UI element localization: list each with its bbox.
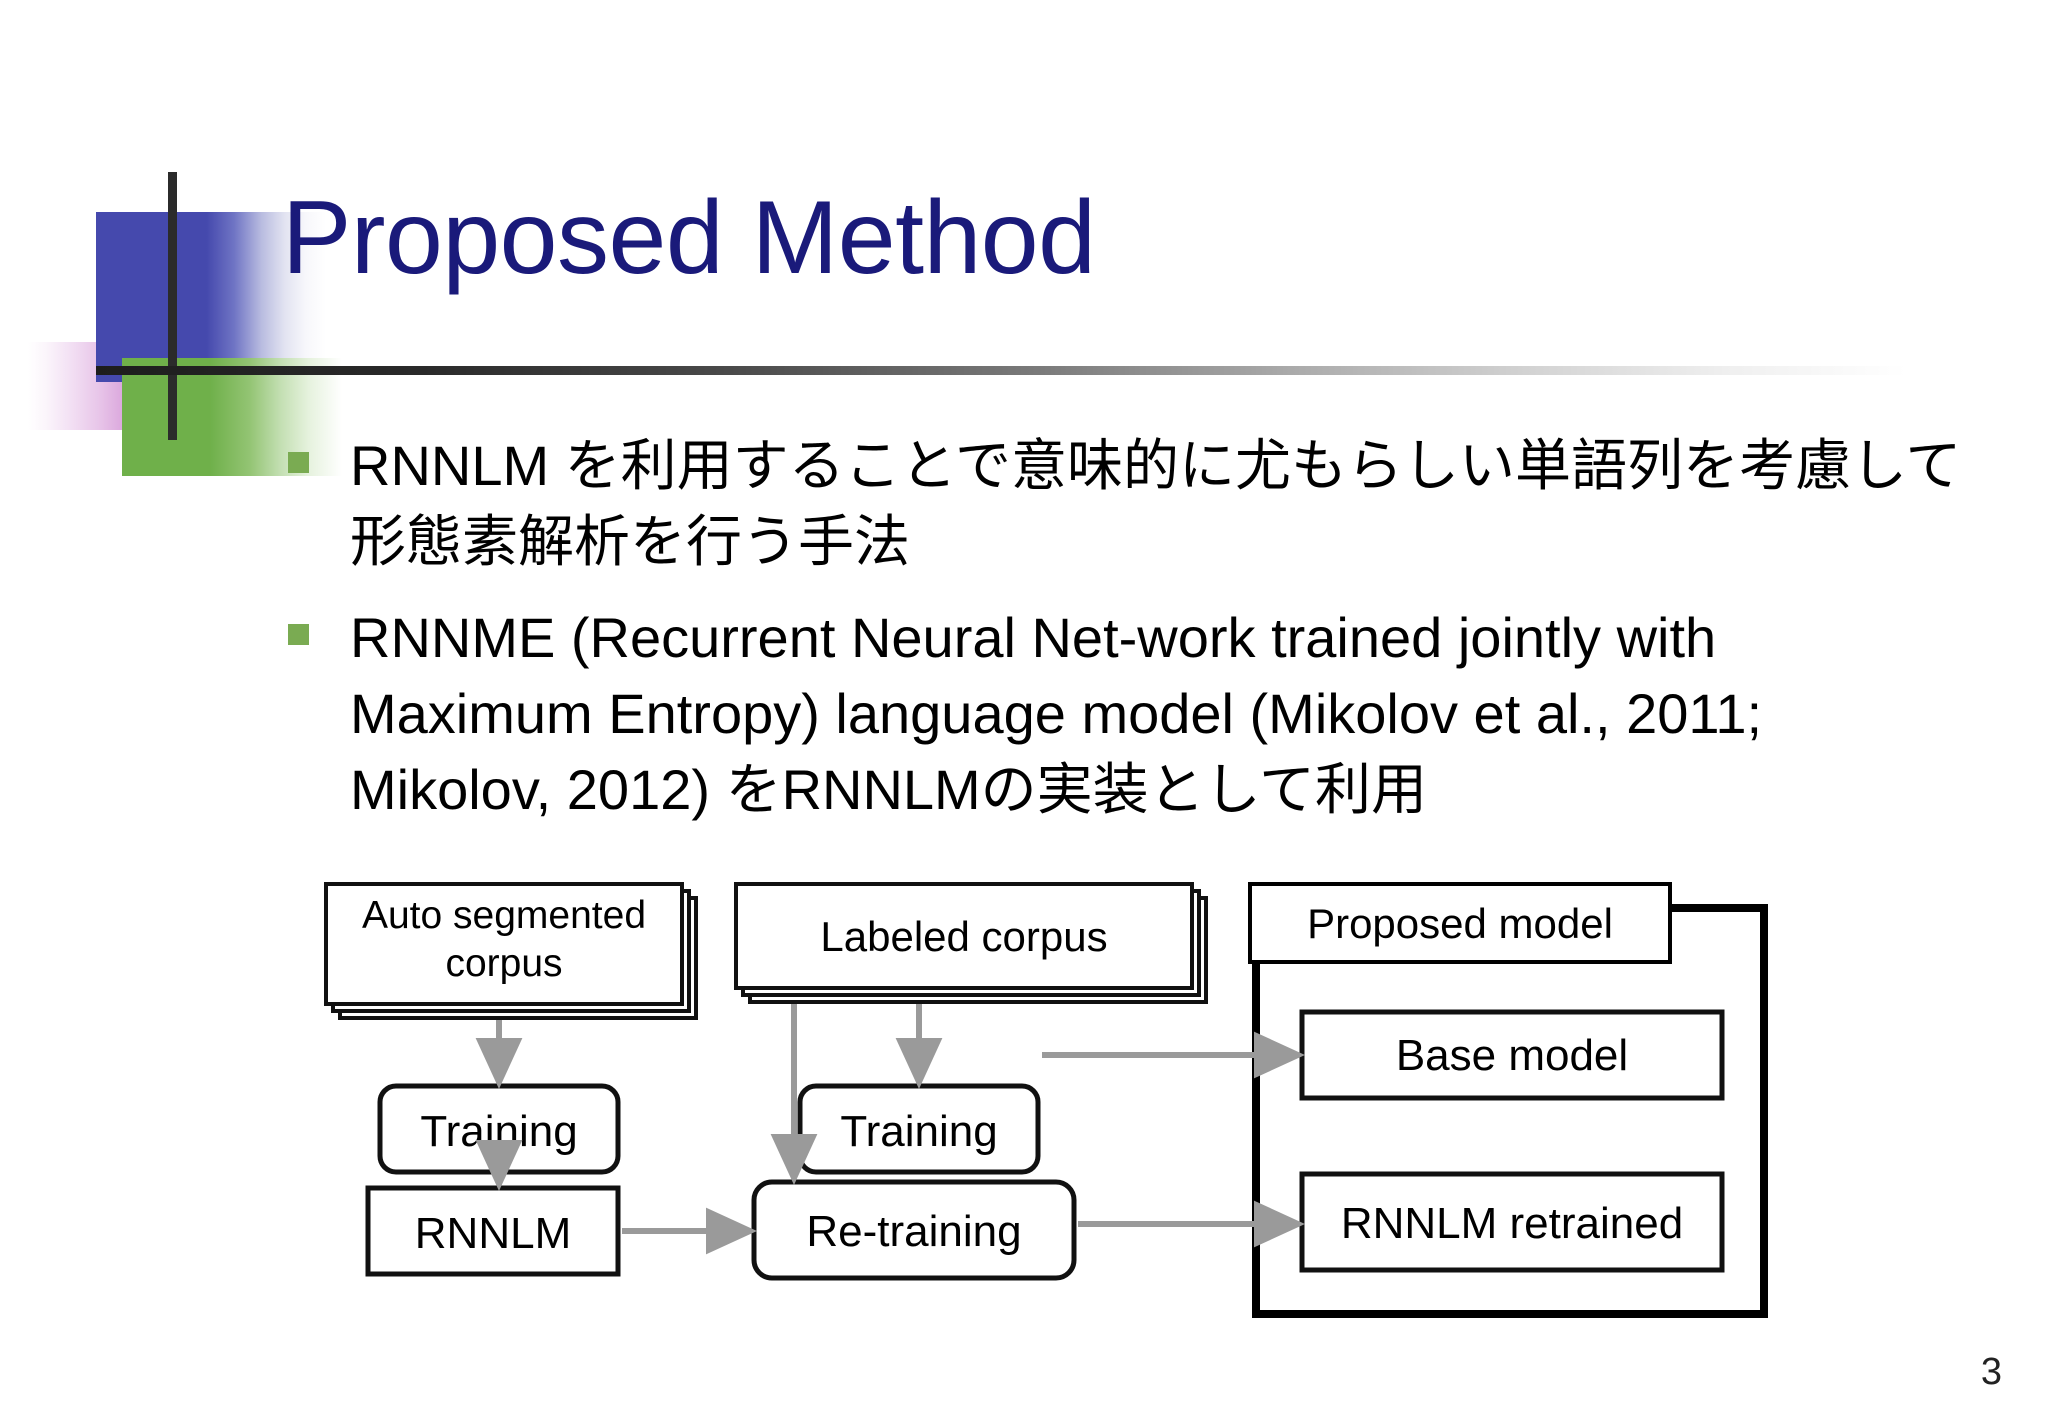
node-training-mid: Training xyxy=(797,1083,1041,1175)
node-label-training-left: Training xyxy=(420,1107,577,1156)
node-auto-segmented-corpus: Auto segmented corpus xyxy=(324,882,698,1020)
node-base-model: Base model xyxy=(1299,1009,1725,1101)
node-re-training: Re-training xyxy=(751,1179,1077,1281)
node-label-training-mid: Training xyxy=(840,1107,997,1156)
node-proposed-model: Proposed model xyxy=(1248,882,1768,1318)
node-label-rnnlm: RNNLM xyxy=(415,1209,571,1258)
node-label-auto-segmented-corpus: Auto segmented xyxy=(362,894,646,937)
node-rnnlm-retrained: RNNLM retrained xyxy=(1299,1171,1725,1273)
node-label-re-training: Re-training xyxy=(806,1207,1021,1256)
node-label-auto-segmented-corpus-line2: corpus xyxy=(445,942,562,985)
title-divider xyxy=(96,366,1906,375)
list-item: RNNME (Recurrent Neural Net-work trained… xyxy=(264,600,1964,828)
flow-diagram: Auto segmented corpus Labeled corpus Pro… xyxy=(320,880,1800,1340)
node-label-proposed-model: Proposed model xyxy=(1307,900,1613,947)
bullet-square-icon xyxy=(288,624,309,645)
node-labeled-corpus: Labeled corpus xyxy=(734,882,1208,1004)
node-training-left: Training xyxy=(377,1083,621,1175)
list-item: RNNLM を利用することで意味的に尤もらしい単語列を考慮して形態素解析を行う手… xyxy=(264,428,1964,580)
logo-vertical-bar xyxy=(168,172,177,440)
bullet-list: RNNLM を利用することで意味的に尤もらしい単語列を考慮して形態素解析を行う手… xyxy=(264,428,1964,848)
bullet-square-icon xyxy=(288,452,309,473)
node-label-rnnlm-retrained: RNNLM retrained xyxy=(1341,1199,1683,1248)
node-label-base-model: Base model xyxy=(1396,1031,1628,1080)
bullet-text: RNNLM を利用することで意味的に尤もらしい単語列を考慮して形態素解析を行う手… xyxy=(350,434,1962,573)
slide-title: Proposed Method xyxy=(282,180,1096,296)
diagram-edges xyxy=(475,1004,1305,1255)
node-label-labeled-corpus: Labeled corpus xyxy=(820,913,1107,960)
page-number: 3 xyxy=(1980,1351,2002,1393)
node-rnnlm: RNNLM xyxy=(365,1185,621,1277)
bullet-text: RNNME (Recurrent Neural Net-work trained… xyxy=(350,606,1763,821)
logo-blue-square xyxy=(96,212,326,382)
